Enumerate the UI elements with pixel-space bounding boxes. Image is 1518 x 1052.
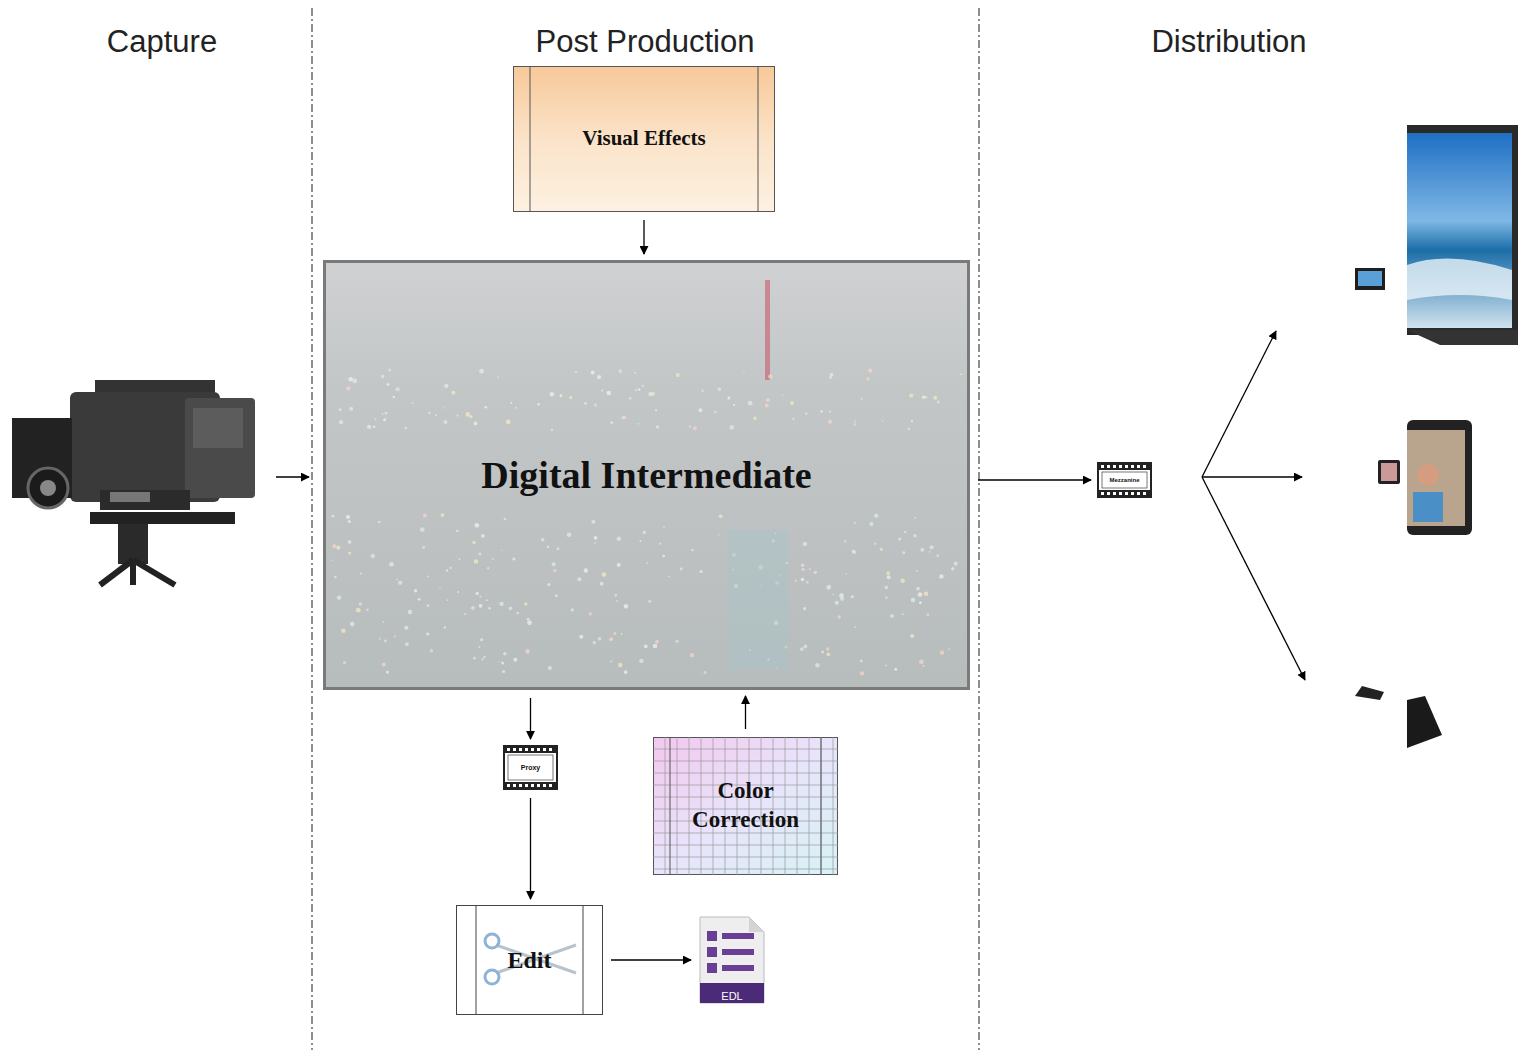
proxy-clip: Proxy [503,745,558,790]
flow-connector [530,698,531,739]
distribution-fan [1202,331,1305,680]
node-label: Digital Intermediate [481,453,811,497]
node-label: Proxy [521,764,540,771]
correction-box: Color Correction [653,737,838,875]
node-label: Mezzanine [1109,477,1139,483]
flow-connector [611,959,691,960]
effects-box: Visual Effects [513,66,775,212]
cinema-camera [12,380,255,585]
column-heading: Distribution [1069,24,1389,60]
television-icon [1355,125,1518,345]
column-heading: Post Production [485,24,805,60]
node-label: Color Correction [681,777,811,835]
node-label: EDL [721,990,742,1002]
flow-connector [643,220,644,254]
node-label: Visual Effects [582,126,705,151]
grid-art [653,737,838,875]
tablet-icon [1378,420,1472,535]
column-divider [978,8,979,1050]
node-label: Edit [507,947,551,974]
mezzanine-clip: Mezzanine [1097,462,1152,498]
flow-connector [530,798,531,899]
edl-document: EDL [697,915,767,1005]
intermediate-panel: Digital Intermediate [323,260,970,690]
column-divider [311,8,312,1050]
flow-connector [978,479,1091,480]
flow-arrow [276,476,309,477]
column-heading: Capture [2,24,322,60]
phone-icon [1355,686,1442,748]
edit-box: Edit [456,905,603,1015]
flow-connector [745,696,746,729]
